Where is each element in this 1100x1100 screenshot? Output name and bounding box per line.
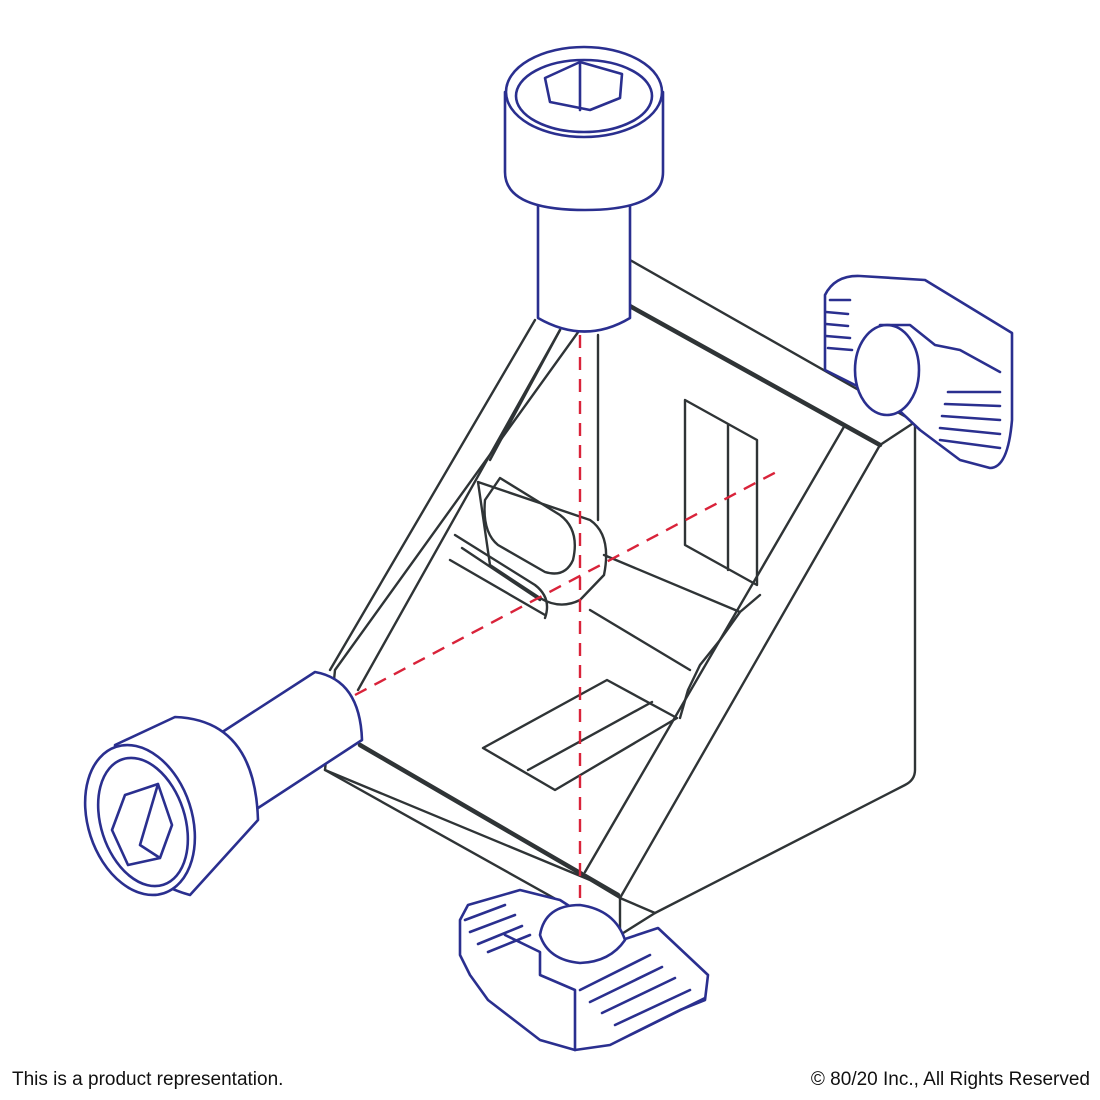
bracket-cross-web (588, 553, 762, 720)
hex-socket-icon-left (110, 782, 174, 867)
t-nut-right-step (878, 323, 1002, 374)
corner-bracket (323, 258, 917, 937)
disclaimer-text: This is a product representation. (12, 1069, 284, 1090)
bracket-bottom-slot (481, 678, 679, 792)
t-nut-right (823, 274, 1014, 470)
t-nut-bottom (458, 888, 710, 1052)
socket-head-cap-screw-left (83, 670, 364, 897)
t-nut-bottom-bore (538, 903, 627, 965)
screw-top-shank (536, 188, 632, 333)
t-nut-right-teeth-upper (824, 298, 854, 352)
bracket-slot-upper-inner (483, 476, 577, 575)
t-nut-bottom-teeth-left (463, 903, 532, 954)
screw-top-head-rim (514, 58, 654, 134)
hex-socket-icon (543, 60, 624, 112)
center-line-left (354, 468, 781, 697)
bracket-slot-lower (448, 533, 549, 620)
t-nut-right-bore (853, 323, 921, 417)
t-nut-bottom-teeth-right (578, 953, 707, 1037)
bracket-top-rim (625, 302, 883, 448)
screw-left-head-rim (96, 756, 190, 888)
t-nut-right-teeth-lower (938, 390, 1002, 450)
copyright-text: © 80/20 Inc., All Rights Reserved (810, 1069, 1090, 1090)
bracket-diagonal-rib (583, 423, 882, 900)
screw-top-head-face (504, 45, 664, 139)
bracket-bottom-rim (357, 742, 621, 898)
bracket-top-edge (328, 318, 537, 672)
socket-head-cap-screw-top (503, 45, 665, 333)
t-nut-bottom-step (503, 933, 577, 1052)
bracket-inner-edge (488, 328, 600, 522)
